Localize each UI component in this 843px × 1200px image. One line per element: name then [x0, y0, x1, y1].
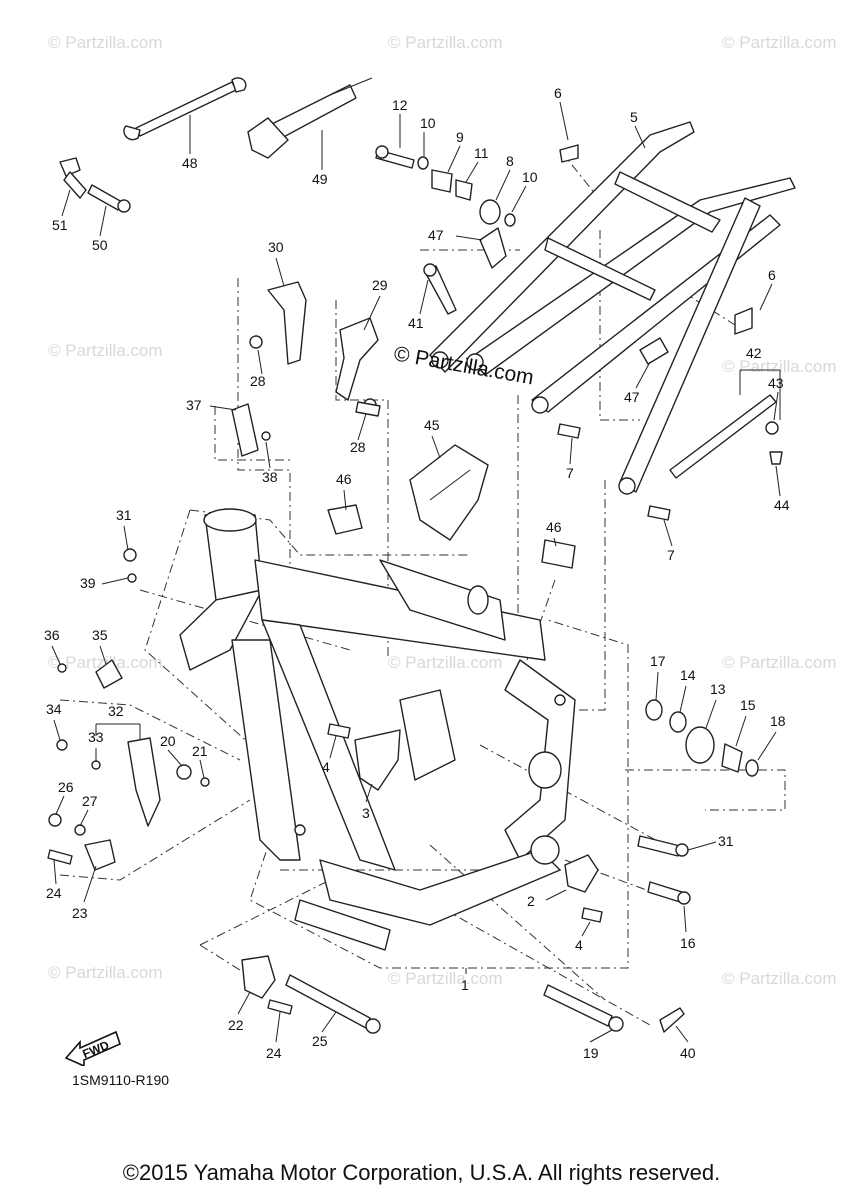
bolt-stack-rear-upper: [375, 145, 516, 227]
callout-5: 5: [630, 109, 638, 125]
callout-14: 14: [680, 667, 696, 683]
bracket-29: [335, 317, 379, 412]
callout-48: 48: [182, 155, 198, 171]
callout-10: 10: [420, 115, 436, 131]
callout-35: 35: [92, 627, 108, 643]
callout-22: 22: [228, 1017, 244, 1033]
callout-47: 47: [624, 389, 640, 405]
callout-labels: 1 2 3 4 4 5 6 6 7 7 8 9 10 10 11 12 13 1…: [44, 85, 790, 1061]
callout-38: 38: [262, 469, 278, 485]
watermark: © Partzilla.com: [388, 969, 503, 988]
right-side-hardware: [327, 401, 759, 923]
callout-29: 29: [372, 277, 388, 293]
socket-tool: [247, 77, 373, 168]
copyright-notice: ©2015 Yamaha Motor Corporation, U.S.A. A…: [122, 1160, 721, 1185]
callout-6: 6: [554, 85, 562, 101]
callout-31: 31: [718, 833, 734, 849]
bracket-3: [354, 729, 401, 791]
callout-31: 31: [116, 507, 132, 523]
bolt-51: [59, 157, 87, 199]
callout-24: 24: [46, 885, 62, 901]
callout-47: 47: [428, 227, 444, 243]
bracket-30: [249, 281, 307, 365]
callout-43: 43: [768, 375, 784, 391]
callout-2: 2: [527, 893, 535, 909]
rear-subframe: [429, 121, 796, 495]
callout-40: 40: [680, 1045, 696, 1061]
callout-45: 45: [424, 417, 440, 433]
callout-21: 21: [192, 743, 208, 759]
watermark: © Partzilla.com: [48, 963, 163, 982]
callout-32: 32: [108, 703, 124, 719]
callout-34: 34: [46, 701, 62, 717]
callout-15: 15: [740, 697, 756, 713]
watermark: © Partzilla.com: [722, 969, 837, 988]
callout-42: 42: [746, 345, 762, 361]
callout-36: 36: [44, 627, 60, 643]
callout-7: 7: [667, 547, 675, 563]
bracket-45: [409, 444, 489, 541]
callout-12: 12: [392, 97, 408, 113]
callout-18: 18: [770, 713, 786, 729]
fwd-arrow-icon: FWD: [64, 1030, 121, 1066]
bracket-2: [564, 854, 599, 893]
clip-46: [327, 504, 576, 569]
watermark-layer: © Partzilla.com © Partzilla.com © Partzi…: [48, 33, 837, 988]
callout-28: 28: [350, 439, 366, 455]
watermark: © Partzilla.com: [722, 653, 837, 672]
callout-33: 33: [88, 729, 104, 745]
callout-17: 17: [650, 653, 666, 669]
watermark: © Partzilla.com: [48, 33, 163, 52]
callout-4: 4: [575, 937, 583, 953]
callout-25: 25: [312, 1033, 328, 1049]
callout-23: 23: [72, 905, 88, 921]
watermark: © Partzilla.com: [388, 653, 503, 672]
callout-37: 37: [186, 397, 202, 413]
callout-11: 11: [474, 145, 489, 161]
main-frame: [179, 508, 576, 951]
side-cover-stay-42: [669, 369, 783, 479]
bolt-50: [87, 184, 131, 213]
callout-26: 26: [58, 779, 74, 795]
clip-37: [231, 403, 271, 457]
callout-24: 24: [266, 1045, 282, 1061]
callout-6: 6: [768, 267, 776, 283]
watermark: © Partzilla.com: [388, 33, 503, 52]
callout-16: 16: [680, 935, 696, 951]
callout-41: 41: [408, 315, 424, 331]
callout-44: 44: [774, 497, 790, 513]
callout-3: 3: [362, 805, 370, 821]
lower-front-hardware: [241, 955, 685, 1034]
callout-20: 20: [160, 733, 176, 749]
wrench-tool: [123, 77, 247, 152]
callout-49: 49: [312, 171, 328, 187]
callout-7: 7: [566, 465, 574, 481]
watermark: © Partzilla.com: [722, 357, 837, 376]
callout-30: 30: [268, 239, 284, 255]
callout-13: 13: [710, 681, 726, 697]
callout-39: 39: [80, 575, 96, 591]
callout-10: 10: [522, 169, 538, 185]
watermark: © Partzilla.com: [48, 341, 163, 360]
callout-46: 46: [546, 519, 562, 535]
callout-50: 50: [92, 237, 108, 253]
callout-19: 19: [583, 1045, 599, 1061]
callout-4: 4: [322, 759, 330, 775]
callout-27: 27: [82, 793, 98, 809]
callout-28: 28: [250, 373, 266, 389]
damper-47: [479, 227, 669, 365]
fwd-label: FWD: [80, 1038, 111, 1061]
callout-8: 8: [506, 153, 514, 169]
callout-46: 46: [336, 471, 352, 487]
callout-51: 51: [52, 217, 68, 233]
left-small-parts: [47, 548, 210, 871]
callout-leaders: [51, 101, 781, 1043]
watermark: © Partzilla.com: [722, 33, 837, 52]
clip-41: [423, 263, 457, 315]
diagram-code: 1SM9110-R190: [72, 1072, 170, 1088]
callout-1: 1: [461, 977, 469, 993]
callout-9: 9: [456, 129, 464, 145]
